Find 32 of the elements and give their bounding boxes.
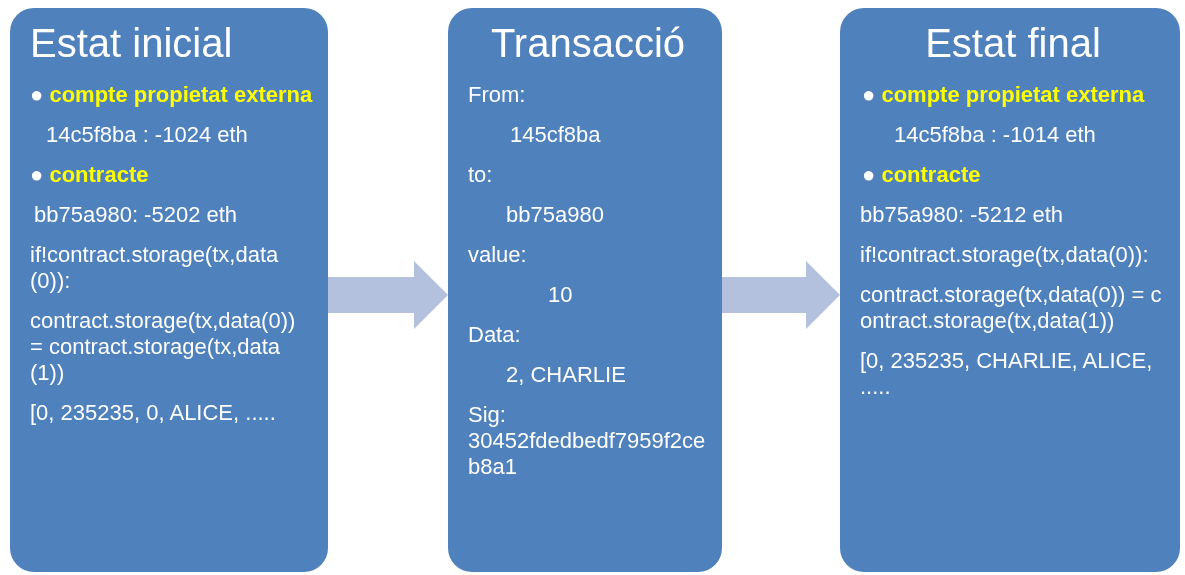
- card-text: bb75a980: -5212 eth: [860, 202, 1065, 228]
- card-text: contract.storage(tx,data(0)) = contract.storage(tx,data(1)): [30, 308, 297, 386]
- block-arrow: [722, 261, 840, 329]
- state-card: [448, 8, 722, 572]
- card-text: Sig:: [468, 402, 507, 428]
- card-title: Transacció: [489, 20, 687, 67]
- state-card: [10, 8, 328, 572]
- state-card: [840, 8, 1180, 572]
- card-text: 10: [548, 282, 574, 308]
- card-text: From:: [468, 82, 527, 108]
- card-text: ● contracte: [862, 162, 982, 188]
- card-text: to:: [468, 162, 494, 188]
- card-text: value:: [468, 242, 528, 268]
- block-arrow: [328, 261, 448, 329]
- card-title: Estat final: [924, 20, 1102, 67]
- card-text: 145cf8ba: [510, 122, 602, 148]
- card-text: 14c5f8ba : -1014 eth: [894, 122, 1097, 148]
- card-text: 2, CHARLIE: [506, 362, 627, 388]
- card-text: ● compte propietat externa: [862, 82, 1146, 108]
- card-text: 14c5f8ba : -1024 eth: [46, 122, 249, 148]
- card-text: bb75a980: -5202 eth: [34, 202, 239, 228]
- card-text: bb75a980: [506, 202, 605, 228]
- card-text: [0, 235235, 0, ALICE, .....: [30, 400, 277, 426]
- card-text: contract.storage(tx,data(0)) = contract.storage(tx,data(1)): [860, 282, 1163, 334]
- card-text: [0, 235235, CHARLIE, ALICE, .....: [860, 348, 1154, 400]
- card-title: Estat inicial: [30, 20, 234, 67]
- card-text: 30452fdedbedf7959f2ceb8a1: [468, 428, 707, 480]
- card-text: ● contracte: [30, 162, 150, 188]
- card-text: Data:: [468, 322, 522, 348]
- card-text: if!contract.storage(tx,data(0)):: [30, 242, 280, 294]
- card-text: ● compte propietat externa: [30, 82, 314, 108]
- card-text: if!contract.storage(tx,data(0)):: [860, 242, 1150, 268]
